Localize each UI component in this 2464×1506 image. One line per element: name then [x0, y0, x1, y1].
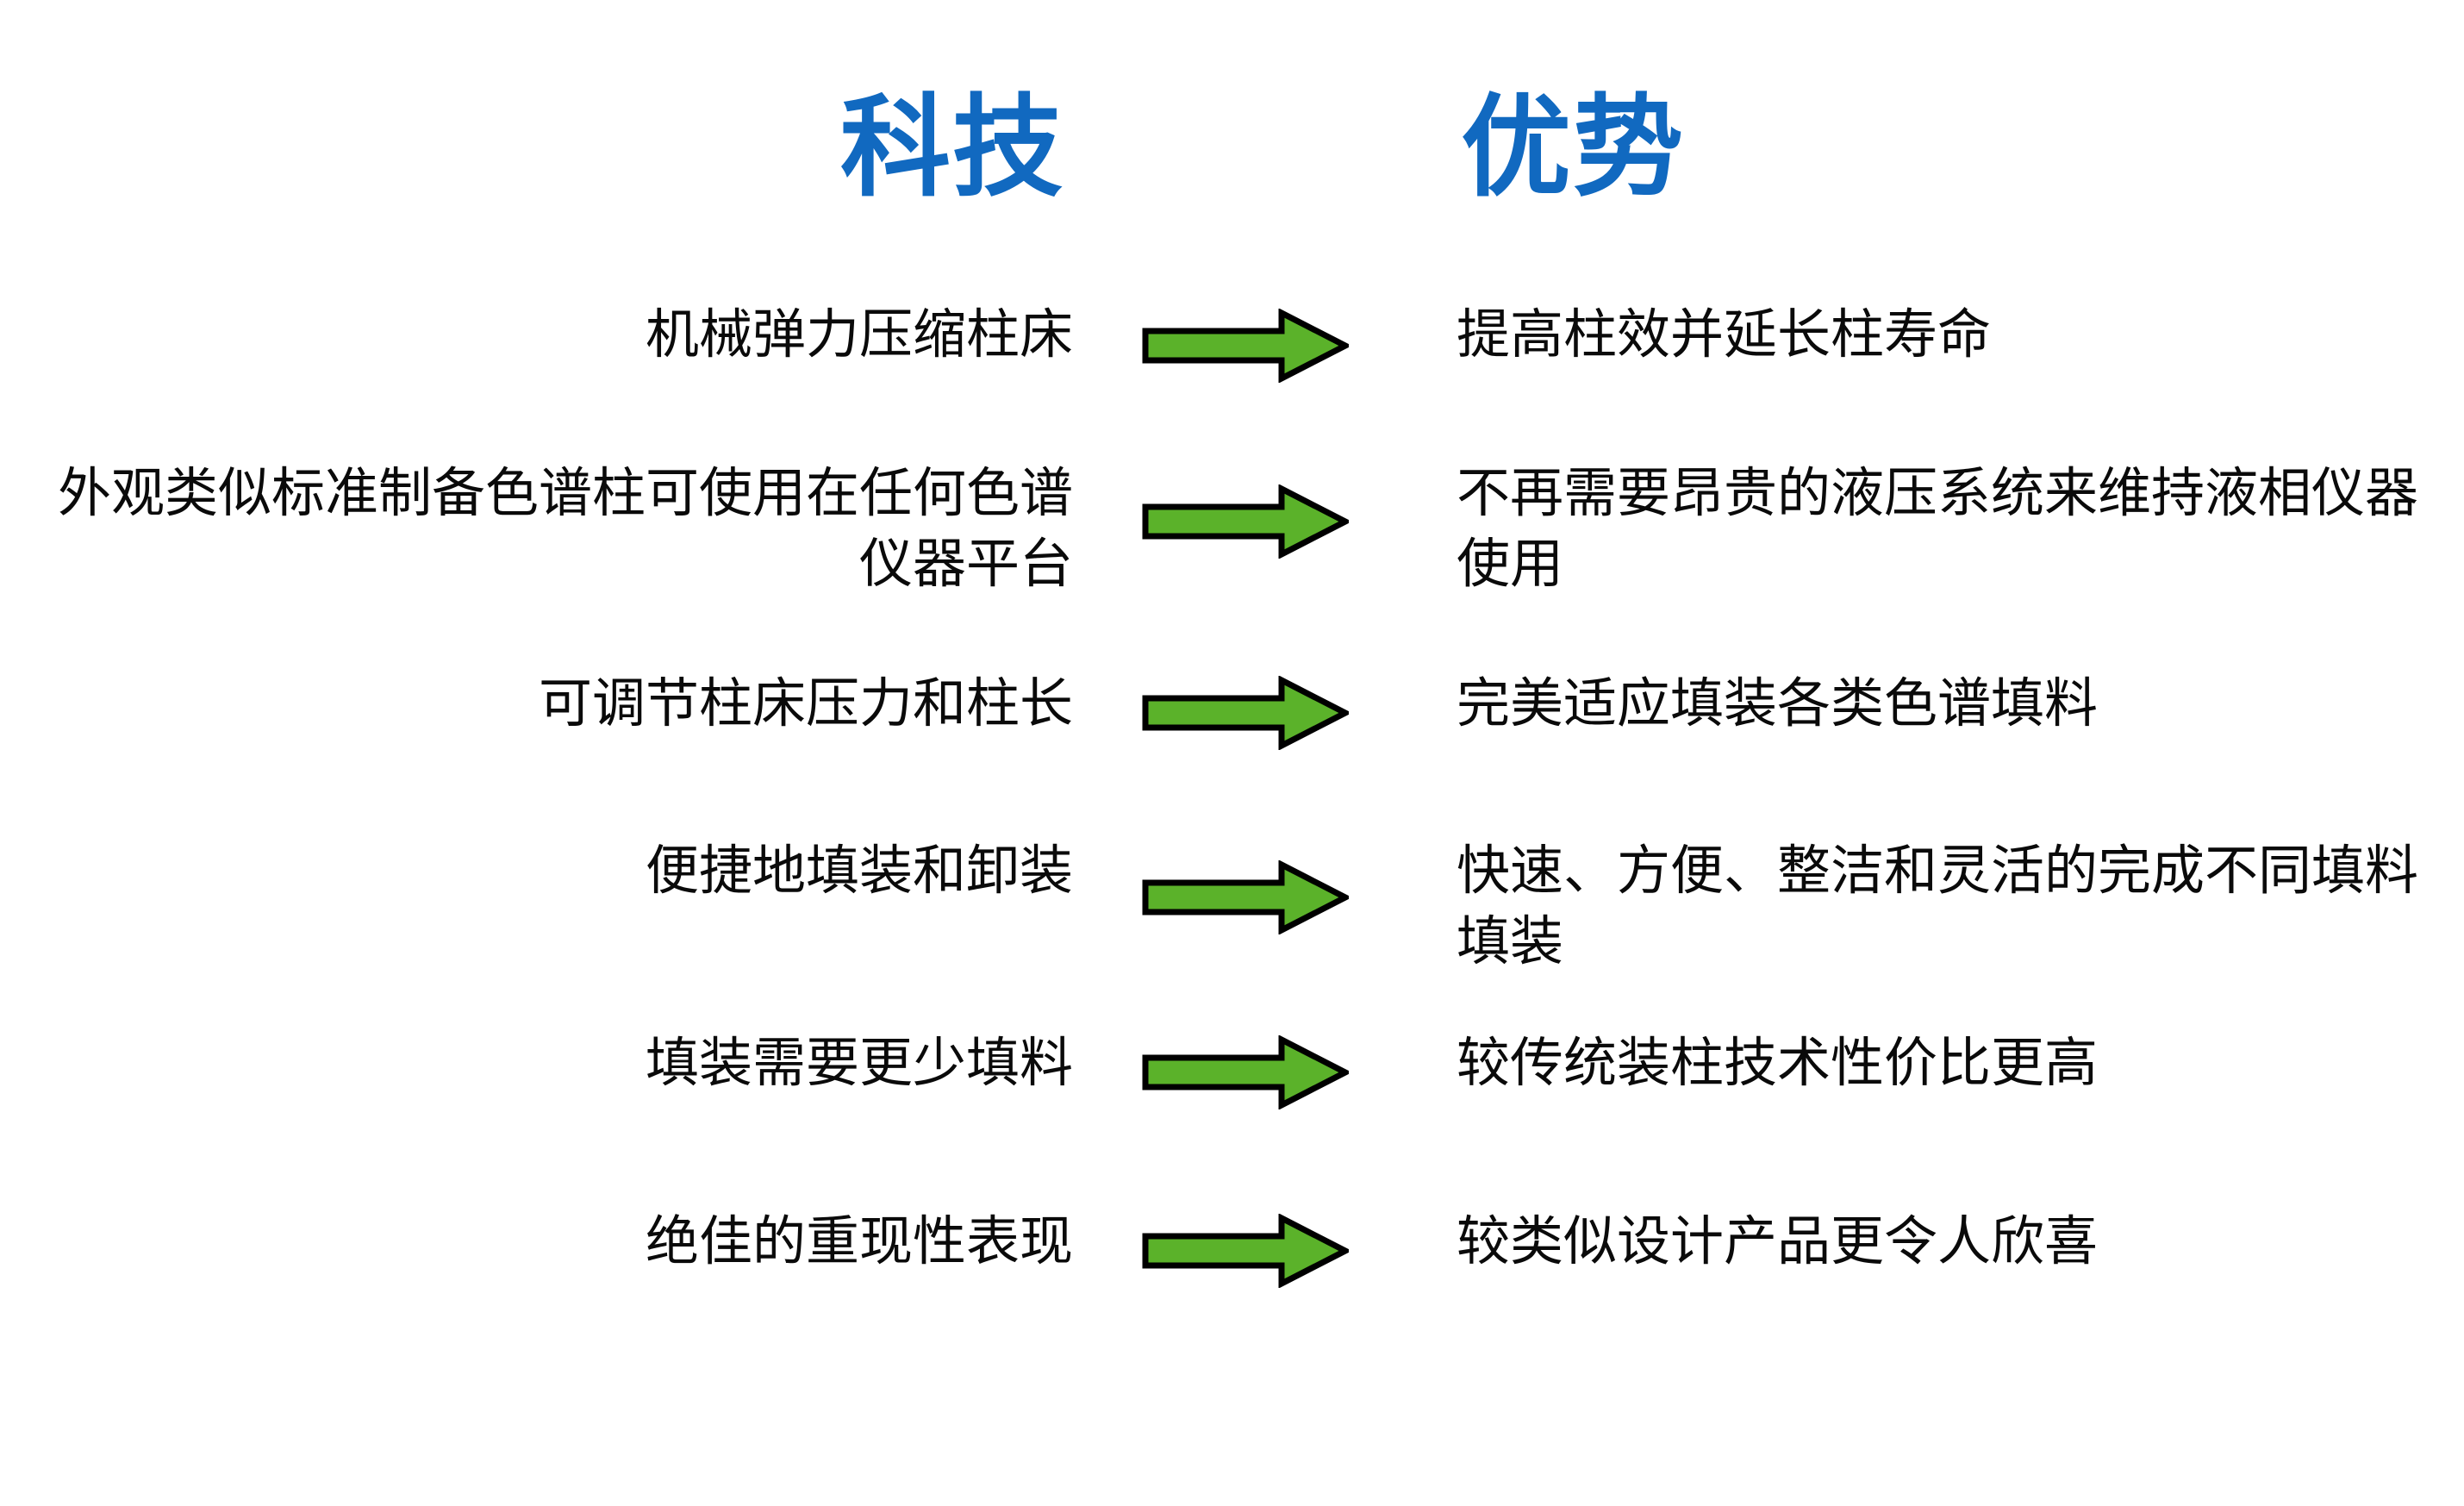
- column-header-technology: 科技: [839, 86, 1064, 209]
- advantage-text: 快速、方便、整洁和灵活的完成不同填料填装: [1457, 841, 2419, 972]
- advantage-text: 较传统装柱技术性价比更高: [1457, 1034, 2099, 1093]
- table-row: 填装需要更少填料 较传统装柱技术性价比更高: [0, 1004, 2464, 1181]
- column-headers: 科技 优势: [0, 79, 2464, 226]
- technology-text: 填装需要更少填料: [645, 1034, 1073, 1093]
- right-arrow-icon: [1142, 309, 1349, 383]
- column-header-advantage: 优势: [1460, 86, 1685, 209]
- table-row: 机械弹力压缩柱床 提高柱效并延长柱寿命: [0, 267, 2464, 431]
- technology-text: 外观类似标准制备色谱柱可使用在任何色谱仪器平台: [57, 464, 1073, 594]
- table-row: 绝佳的重现性表现 较类似设计产品更令人欣喜: [0, 1181, 2464, 1345]
- right-arrow-icon: [1142, 1035, 1349, 1109]
- technology-text: 绝佳的重现性表现: [645, 1212, 1073, 1272]
- advantage-text: 提高柱效并延长柱寿命: [1457, 305, 1992, 365]
- right-arrow-icon: [1142, 676, 1349, 750]
- technology-text: 机械弹力压缩柱床: [645, 305, 1073, 365]
- right-arrow-icon: [1142, 484, 1349, 559]
- table-row: 外观类似标准制备色谱柱可使用在任何色谱仪器平台 不再需要昂贵的液压系统来维持液相…: [0, 431, 2464, 647]
- technology-text: 可调节柱床压力和柱长: [538, 674, 1073, 734]
- advantage-text: 较类似设计产品更令人欣喜: [1457, 1212, 2099, 1272]
- table-row: 便捷地填装和卸装 快速、方便、整洁和灵活的完成不同填料填装: [0, 819, 2464, 1004]
- right-arrow-icon: [1142, 860, 1349, 934]
- advantage-text: 不再需要昂贵的液压系统来维持液相仪器使用: [1457, 464, 2419, 594]
- table-row: 可调节柱床压力和柱长 完美适应填装各类色谱填料: [0, 647, 2464, 819]
- right-arrow-icon: [1142, 1214, 1349, 1288]
- comparison-rows: 机械弹力压缩柱床 提高柱效并延长柱寿命 外观类似标准制备色谱柱可使用在任何色谱仪…: [0, 267, 2464, 1345]
- advantage-text: 完美适应填装各类色谱填料: [1457, 674, 2099, 734]
- technology-text: 便捷地填装和卸装: [645, 841, 1073, 901]
